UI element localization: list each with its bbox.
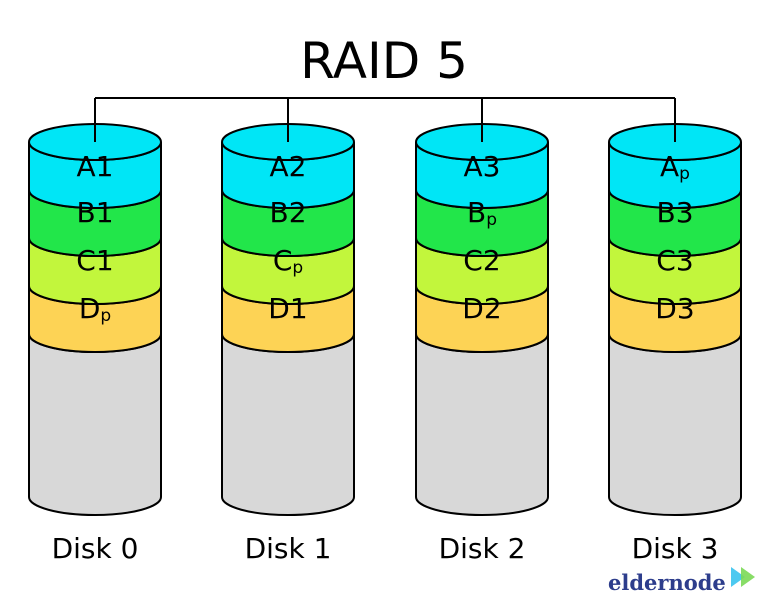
- block-label: B3: [656, 196, 693, 229]
- block-label: D3: [655, 292, 694, 325]
- block-label-index: 3: [677, 292, 695, 325]
- disk-label: Disk 3: [632, 532, 719, 565]
- logo-text: eldernode: [608, 570, 726, 595]
- play-arrow-icon: [731, 567, 745, 587]
- block-label: Cp: [273, 244, 303, 278]
- block-label: A1: [77, 150, 114, 183]
- disk-empty-space: [28, 333, 162, 516]
- block-label-main: D: [268, 292, 290, 325]
- block-label: D2: [462, 292, 501, 325]
- diagram-title: RAID 5: [300, 32, 468, 90]
- block-label-index: 3: [676, 244, 694, 277]
- block-label: B1: [76, 196, 113, 229]
- block-label-main: A: [77, 150, 96, 183]
- block-label: D1: [268, 292, 307, 325]
- block-label-main: C: [76, 244, 96, 277]
- block-label-main: B: [467, 196, 486, 229]
- block-label-parity: p: [486, 210, 497, 230]
- double-play-arrow-icon: [731, 567, 755, 587]
- block-label: A2: [270, 150, 307, 183]
- play-arrow-icon: [741, 567, 755, 587]
- disk-label: Disk 0: [52, 532, 139, 565]
- block-label-index: 3: [483, 150, 501, 183]
- block-label-index: 2: [483, 244, 501, 277]
- block-label-index: 1: [290, 292, 308, 325]
- block-label-index: 1: [96, 244, 114, 277]
- block-label: C2: [463, 244, 500, 277]
- block-label-parity: p: [100, 306, 111, 326]
- block-label-index: 2: [289, 150, 307, 183]
- block-label-main: B: [269, 196, 288, 229]
- block-label: C1: [76, 244, 113, 277]
- block-label-index: 2: [289, 196, 307, 229]
- block-label-index: 1: [96, 150, 114, 183]
- block-label-main: D: [655, 292, 677, 325]
- block-label-parity: p: [292, 258, 303, 278]
- block-label-main: A: [660, 150, 679, 183]
- block-label: C3: [656, 244, 693, 277]
- block-label-parity: p: [679, 164, 690, 184]
- block-label-main: A: [270, 150, 289, 183]
- block-label: Dp: [79, 292, 111, 326]
- block-label-main: D: [79, 292, 101, 325]
- block-label-index: 3: [676, 196, 694, 229]
- block-label-main: C: [273, 244, 293, 277]
- block-label: A3: [464, 150, 501, 183]
- block-label-main: B: [656, 196, 675, 229]
- disk-label: Disk 2: [439, 532, 526, 565]
- block-label: Ap: [660, 150, 690, 184]
- block-label-main: C: [463, 244, 483, 277]
- eldernode-logo: eldernode: [608, 567, 755, 595]
- disk-empty-space: [221, 333, 355, 516]
- block-label-main: D: [462, 292, 484, 325]
- block-label-main: A: [464, 150, 483, 183]
- disk-empty-space: [415, 333, 549, 516]
- block-label: Bp: [467, 196, 497, 230]
- disk-label: Disk 1: [245, 532, 332, 565]
- block-label: B2: [269, 196, 306, 229]
- block-label-main: C: [656, 244, 676, 277]
- block-label-main: B: [76, 196, 95, 229]
- disk-empty-space: [608, 333, 742, 516]
- block-label-index: 2: [484, 292, 502, 325]
- block-label-index: 1: [96, 196, 114, 229]
